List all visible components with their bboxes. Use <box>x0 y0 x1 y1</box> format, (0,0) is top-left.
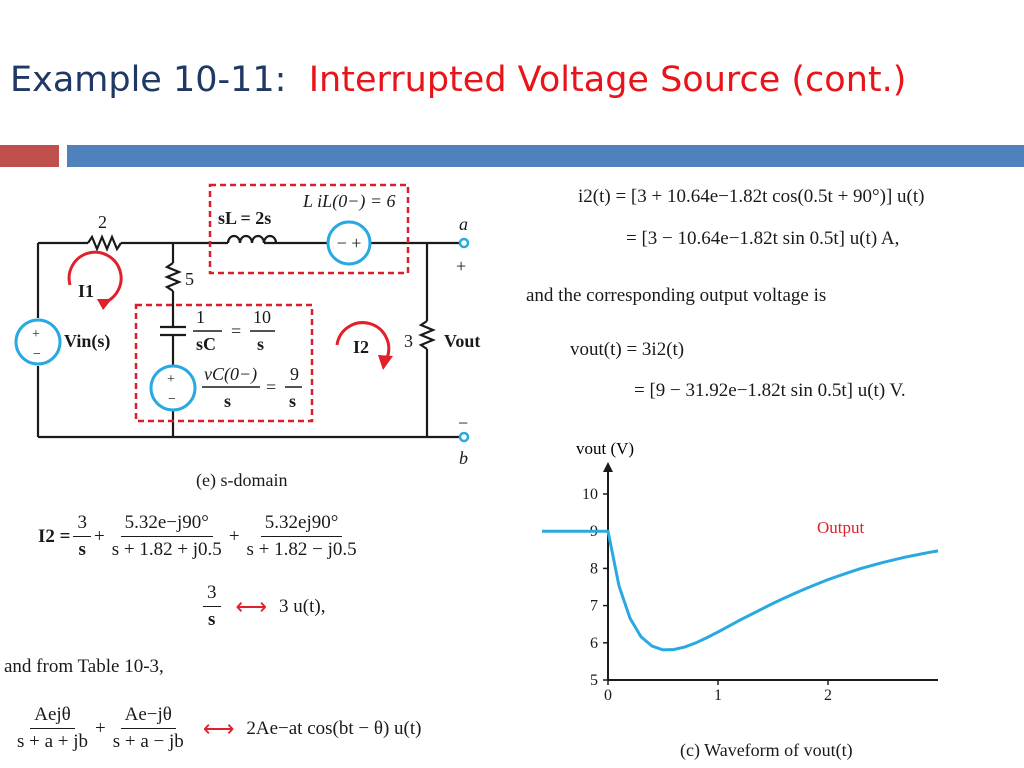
y-tick-label: 7 <box>590 598 598 615</box>
pair1-num: 3 <box>203 582 221 607</box>
input-source-icon <box>14 318 62 366</box>
cap-val-num: 10 <box>253 307 271 327</box>
loop-1-label: I1 <box>78 281 94 301</box>
title-prefix: Example 10-11: <box>10 60 287 100</box>
title-accent-bar-red <box>0 145 59 167</box>
y-tick-label: 10 <box>582 486 598 503</box>
terminal-a <box>458 237 470 249</box>
table-reference-text: and from Table 10-3, <box>4 656 164 677</box>
pair1-den: s <box>208 609 216 630</box>
minus-b-label: − <box>458 413 468 433</box>
pair2-rhs: 2Ae−at cos(bt − θ) u(t) <box>246 717 422 739</box>
node-a-label: a <box>459 214 468 234</box>
circuit-caption: (e) s-domain <box>196 470 288 490</box>
vc-plus: + <box>167 372 175 387</box>
r-top-label: 2 <box>98 212 107 232</box>
title-main: Interrupted Voltage Source (cont.) <box>308 60 907 100</box>
capacitor-ic-source-icon <box>149 364 197 412</box>
vc-minus: − <box>168 392 176 407</box>
y-axis-arrow-icon <box>603 462 613 472</box>
vout-equation-line1: vout(t) = 3i2(t) <box>570 339 685 360</box>
y-tick-label: 6 <box>590 635 598 652</box>
vin-minus: − <box>33 347 41 362</box>
i2-lhs: I2 = <box>38 525 71 547</box>
vin-label: Vin(s) <box>64 331 110 352</box>
double-arrow-icon: ⟷ <box>235 593 268 619</box>
i2-t1-den: s <box>78 539 86 560</box>
chart-ylabel: vout (V) <box>576 439 634 458</box>
vc-den: s <box>224 391 231 411</box>
i2-t3-num: 5.32ej90° <box>260 512 343 537</box>
pair2-a-den: s + a + jb <box>17 731 89 752</box>
inductor-dashed-box <box>208 183 410 275</box>
vc-val-num: 9 <box>290 364 299 384</box>
r-right-label: 3 <box>404 331 413 351</box>
s-domain-circuit: 2 sL = 2s L iL(0−) = 6 − + a + 5 1 sC = … <box>14 183 480 468</box>
i2-t2-num: 5.32e−j90° <box>120 512 213 537</box>
x-tick-label: 1 <box>714 687 722 704</box>
title-accent-bar-blue <box>67 145 1024 167</box>
r-mid-label: 5 <box>185 269 194 289</box>
vc-num: vC(0−) <box>204 364 257 385</box>
vc-val-den: s <box>289 391 296 411</box>
inductor-ic-source-icon <box>326 220 372 266</box>
i2-equation-line2: = [3 − 10.64e−1.82t sin 0.5t] u(t) A, <box>626 228 900 249</box>
chart-caption: (c) Waveform of vout(t) <box>680 740 853 760</box>
i2-t2-den: s + 1.82 + j0.5 <box>111 539 222 560</box>
vin-plus: + <box>32 327 40 342</box>
i2-t1-num: 3 <box>73 512 91 537</box>
capacitor-dashed-box <box>134 303 314 423</box>
terminal-b <box>458 431 470 443</box>
slide-title: Example 10-11: Interrupted Voltage Sourc… <box>10 60 906 100</box>
cap-den: sC <box>196 334 216 354</box>
cap-eq: = <box>231 321 241 341</box>
plus-a-label: + <box>456 256 466 276</box>
x-tick-label: 2 <box>824 687 832 704</box>
vout-label: Vout <box>444 331 480 351</box>
pair2-b-num: Ae−jθ <box>120 704 176 729</box>
cap-val-den: s <box>257 334 264 354</box>
loop-arrow-1-head-icon <box>97 299 112 310</box>
y-tick-label: 8 <box>590 560 598 577</box>
loop-arrow-2-icon <box>335 321 391 359</box>
output-voltage-text: and the corresponding output voltage is <box>526 285 827 306</box>
node-b-label: b <box>459 448 468 468</box>
inductor-label: sL = 2s <box>218 208 271 228</box>
chart-annotation-output: Output <box>817 518 865 537</box>
pair2-b-den: s + a − jb <box>112 731 184 752</box>
cap-num: 1 <box>196 307 205 327</box>
loop-2-label: I2 <box>353 337 369 357</box>
vc-eq: = <box>266 377 276 397</box>
i2-t3-den: s + 1.82 − j0.5 <box>246 539 357 560</box>
chart-series-output <box>542 529 939 652</box>
y-tick-label: 5 <box>590 672 598 689</box>
vout-equation-line2: = [9 − 31.92e−1.82t sin 0.5t] u(t) V. <box>634 380 906 401</box>
pair1-rhs: 3 u(t), <box>279 595 326 617</box>
x-tick-label: 0 <box>604 687 612 704</box>
loop-arrow-2-head-icon <box>378 355 393 370</box>
i2-equation-line1: i2(t) = [3 + 10.64e−1.82t cos(0.5t + 90°… <box>578 186 925 207</box>
double-arrow-icon: ⟷ <box>202 715 235 741</box>
inductor-source-sign: − + <box>337 233 362 253</box>
pair2-a-num: Aejθ <box>30 704 75 729</box>
inductor-ic-label: L iL(0−) = 6 <box>302 191 395 212</box>
loop-arrow-1-icon <box>67 250 123 305</box>
